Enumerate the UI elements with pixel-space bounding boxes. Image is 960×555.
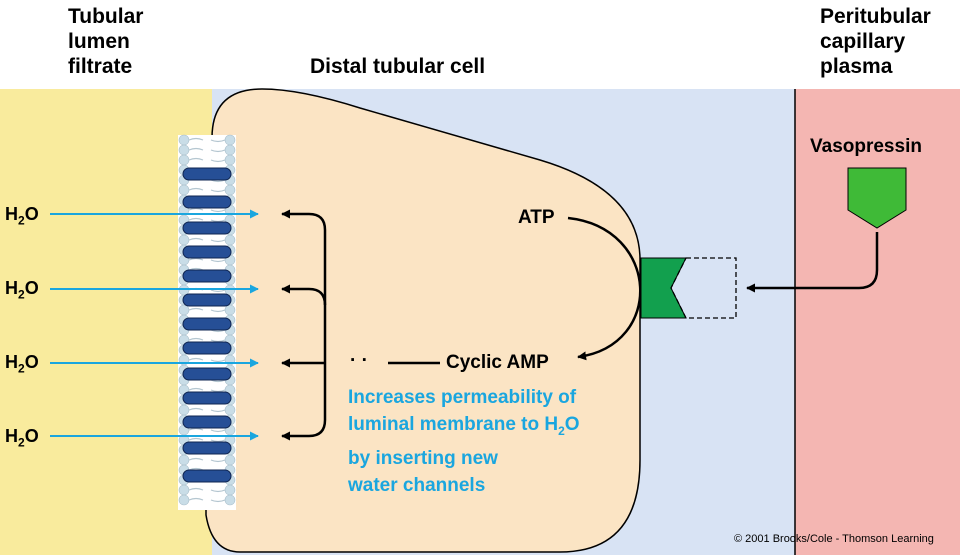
capillary-header-line-1: Peritubular [820, 5, 931, 28]
water-channel [182, 469, 232, 483]
lipid-head [224, 304, 236, 316]
lipid-tail [188, 137, 226, 143]
capillary-header-line-2: capillary [820, 30, 906, 53]
branch-stem [281, 209, 327, 363]
water-label-1: H2O [5, 204, 39, 228]
permeability-note: Increases permeability of luminal membra… [348, 384, 648, 499]
water-channel [182, 341, 232, 355]
lipid-head [178, 404, 190, 416]
lipid-tail [188, 457, 226, 463]
lipid-head [224, 134, 236, 146]
signal-branch-arrows [281, 209, 327, 441]
lipid-head [178, 484, 190, 496]
lipid-tail [188, 497, 226, 503]
lipid-head [224, 144, 236, 156]
lumen-header-line-2: lumen [68, 30, 130, 53]
lipid-head [178, 304, 190, 316]
atp-to-camp-arrow [567, 216, 642, 361]
vasopressin-shape [847, 167, 907, 229]
capillary-header-line-3: plasma [820, 55, 893, 78]
lipid-head [224, 234, 236, 246]
lipid-tail [188, 307, 226, 313]
lipid-head [178, 494, 190, 506]
water-channel [182, 245, 232, 259]
lipid-tail [188, 237, 226, 243]
lipid-tail [188, 157, 226, 163]
water-arrows [50, 209, 259, 441]
luminal-membrane [178, 134, 236, 510]
note-line-2: luminal membrane to H2O [348, 414, 580, 438]
lipid-tail [188, 487, 226, 493]
cyclic-amp-label: Cyclic AMP [446, 352, 549, 373]
lipid-head [178, 234, 190, 246]
note-line-3: by inserting new [348, 447, 498, 469]
water-channel [182, 317, 232, 331]
lipid-tail [188, 357, 226, 363]
note-line-1: Increases permeability of [348, 387, 577, 408]
cell-header: Distal tubular cell [310, 55, 486, 78]
water-channel [182, 293, 232, 307]
lipid-tail [188, 147, 226, 153]
water-channel [182, 415, 232, 429]
lipid-head [224, 494, 236, 506]
water-label-4: H2O [5, 426, 39, 450]
dots-label: · · [350, 350, 368, 371]
capillary-region [795, 89, 960, 555]
lipid-head [224, 404, 236, 416]
lipid-head [178, 454, 190, 466]
lumen-header: Tubular lumen filtrate [68, 4, 143, 79]
branch-arrow-4 [281, 363, 327, 441]
lumen-header-line-3: filtrate [68, 55, 133, 78]
water-channel [182, 391, 232, 405]
water-channel [182, 269, 232, 283]
lipid-head [224, 484, 236, 496]
capillary-header: Peritubular capillary plasma [820, 4, 931, 79]
vasopressin-label: Vasopressin [810, 136, 922, 157]
lipid-head [224, 154, 236, 166]
lipid-head [224, 454, 236, 466]
lumen-header-line-1: Tubular [68, 5, 144, 28]
water-channel [182, 167, 232, 181]
copyright: © 2001 Brooks/Cole - Thomson Learning [734, 533, 934, 545]
lipid-head [178, 144, 190, 156]
lipid-head [224, 184, 236, 196]
branch-arrow-2 [281, 284, 327, 306]
water-channel [182, 195, 232, 209]
lipid-tail [188, 187, 226, 193]
lumen-region [0, 89, 212, 555]
water-label-3: H2O [5, 352, 39, 376]
lipid-tail [188, 407, 226, 413]
receptor-binding-site [670, 257, 737, 319]
water-label-2: H2O [5, 278, 39, 302]
water-channel [182, 221, 232, 235]
lipid-head [178, 184, 190, 196]
lipid-head [178, 134, 190, 146]
lipid-head [178, 154, 190, 166]
vasopressin-arrow [746, 232, 879, 293]
water-channel [182, 441, 232, 455]
note-line-4: water channels [348, 474, 486, 496]
atp-label: ATP [518, 207, 555, 228]
water-channel [182, 367, 232, 381]
